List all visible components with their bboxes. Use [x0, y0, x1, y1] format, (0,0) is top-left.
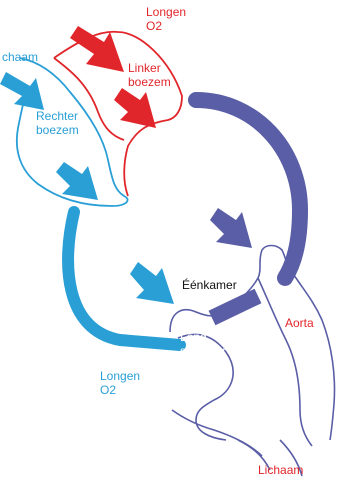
label-longslagader: Long slagader: [180, 330, 226, 358]
label-longen-top: Longen O2: [146, 5, 186, 33]
label-lichaam-left: chaam: [2, 50, 38, 64]
label-eenkamer: Éénkamer: [182, 278, 237, 292]
red-arrow-middle: [114, 88, 156, 128]
aorta-band: [196, 100, 300, 278]
label-lichaam-bottom: Lichaam: [258, 463, 303, 477]
blue-arrow-left: [0, 72, 44, 110]
blue-arrow-ventricle: [130, 262, 174, 304]
purple-arrow: [210, 208, 252, 248]
label-longen-bottom: Longen O2: [100, 369, 140, 397]
aorta-outline: [258, 278, 312, 446]
label-aorta: Aorta: [285, 316, 314, 330]
red-arrow-top: [70, 26, 124, 72]
label-rechter-boezem: Rechter boezem: [36, 109, 79, 137]
blue-arrow-atrium: [56, 162, 98, 200]
label-linker-boezem: Linker boezem: [128, 61, 171, 89]
